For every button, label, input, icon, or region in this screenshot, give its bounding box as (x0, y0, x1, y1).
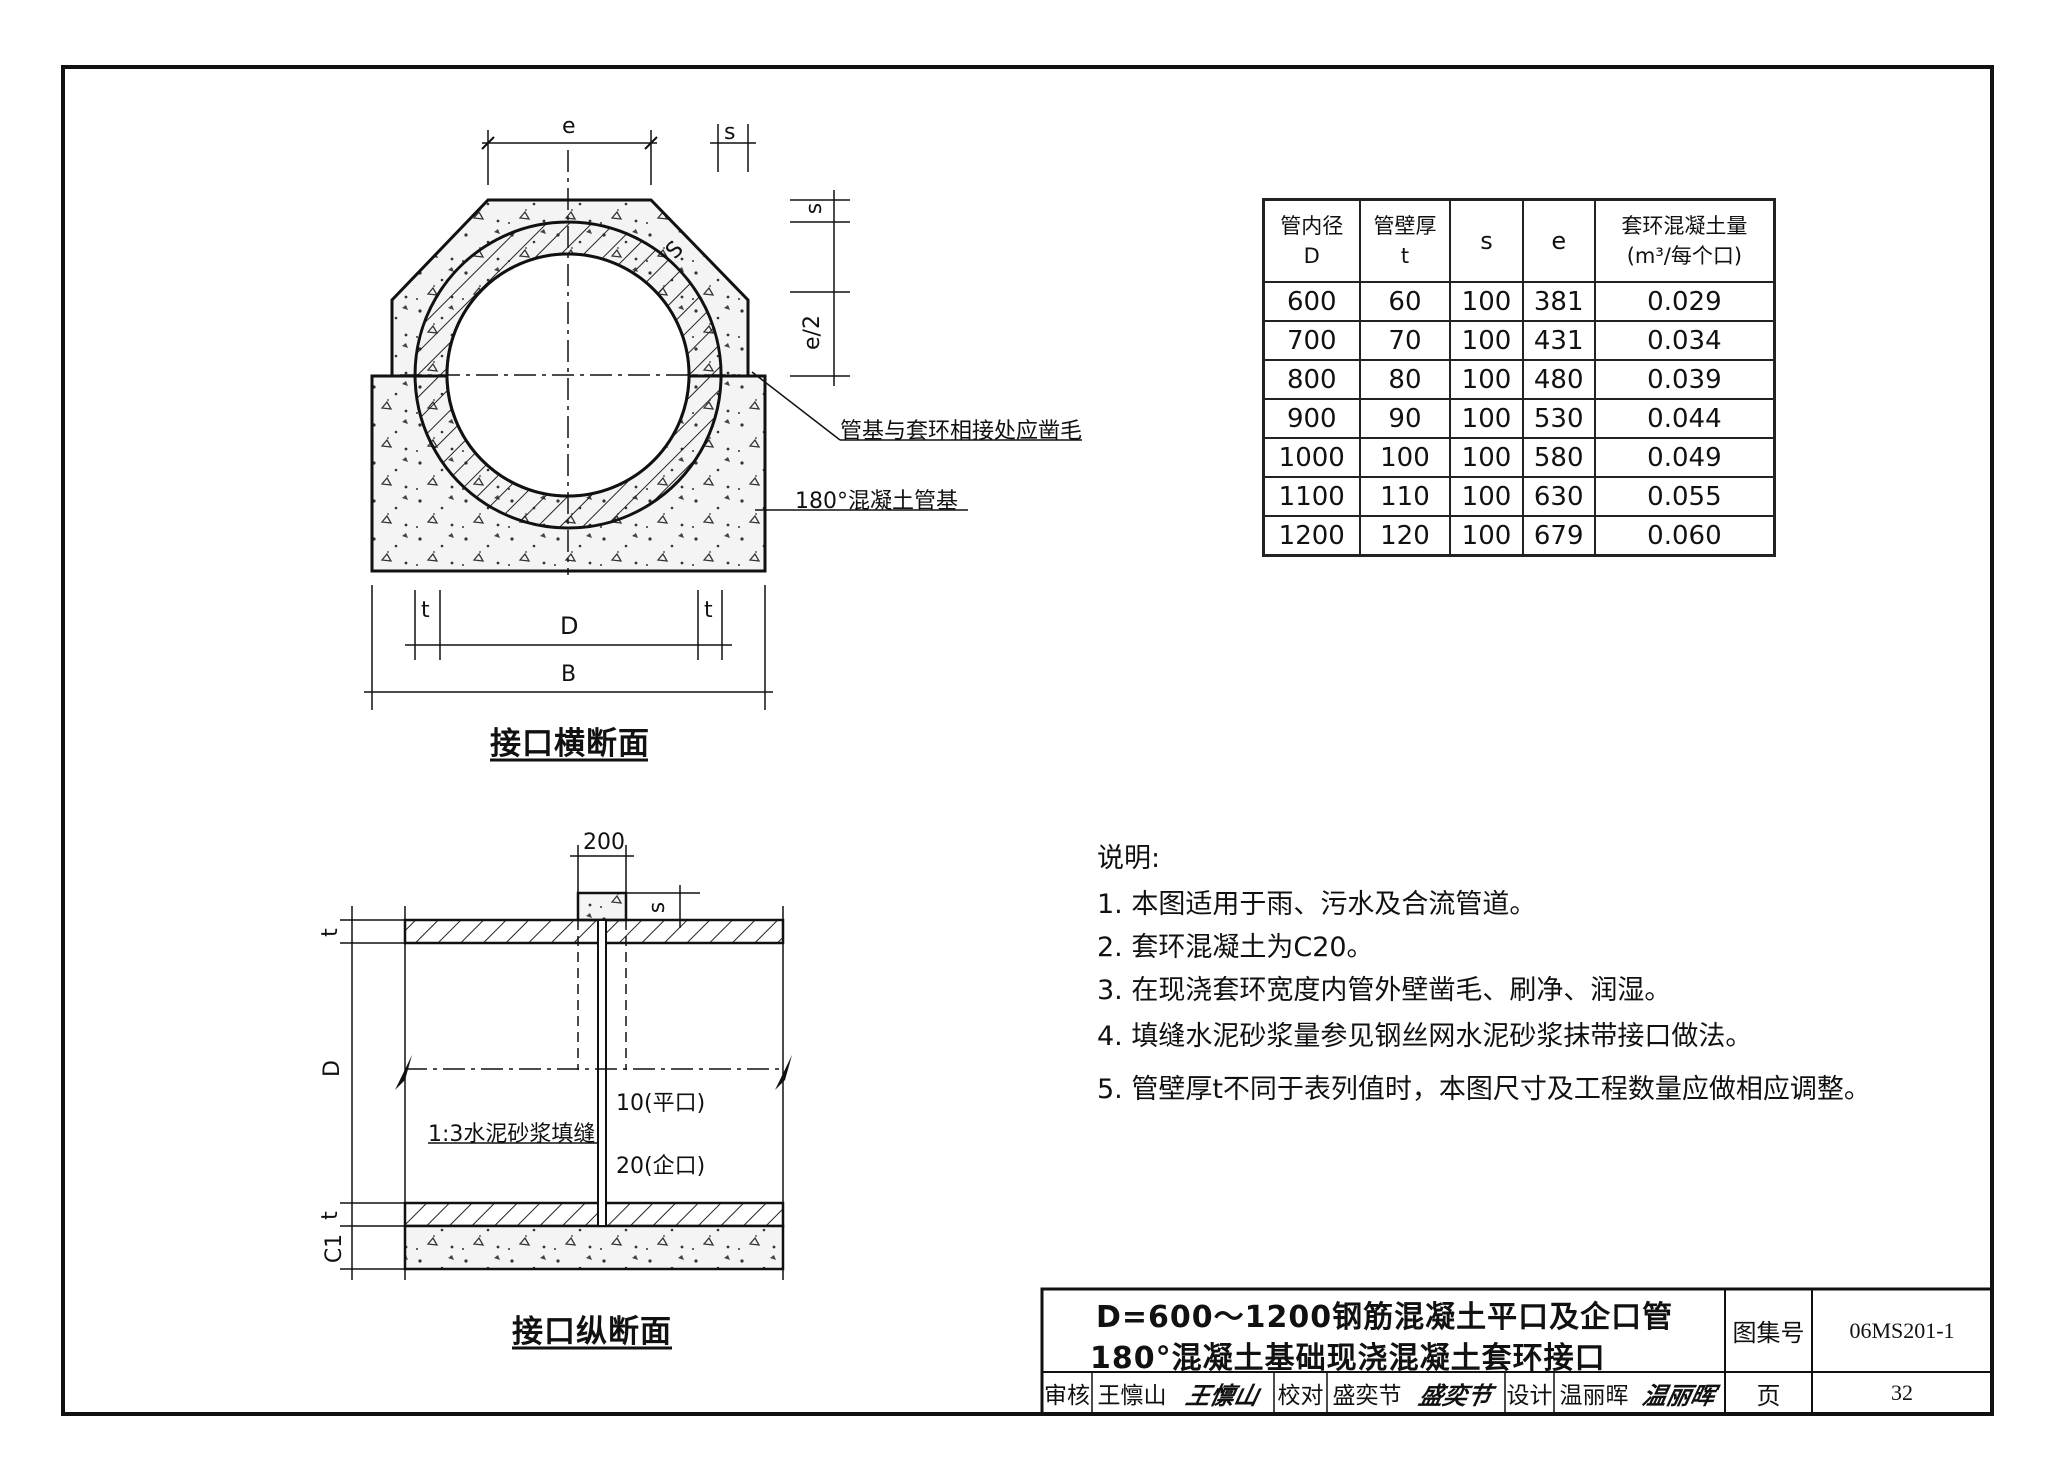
callout-roughen: 管基与套环相接处应凿毛 (840, 419, 1083, 444)
page-label: 页 (1756, 1381, 1781, 1410)
collar-block (576, 891, 628, 922)
dim-label-t-top: t (317, 928, 343, 937)
designer-signature: 温丽晖 (1639, 1380, 1719, 1410)
drawing-title-line1: D=600～1200钢筋混凝土平口及企口管 (1096, 1300, 1674, 1335)
long-section-title: 接口纵断面 (512, 1314, 672, 1350)
table-cell: 900 (1262, 398, 1361, 439)
table-cell: 431 (1521, 320, 1596, 361)
table-cell: 110 (1358, 476, 1452, 517)
dim-label-t-right: t (704, 598, 713, 623)
check-label: 校对 (1277, 1383, 1324, 1409)
table-cell: 120 (1358, 515, 1452, 557)
reviewer-name: 王懔山 (1097, 1383, 1167, 1409)
longitudinal-section-drawing (340, 845, 792, 1350)
table-cell: 381 (1521, 281, 1596, 322)
dim-label-e: e (562, 114, 576, 139)
table-cell: 679 (1521, 515, 1596, 557)
dim-label-t-left: t (421, 598, 430, 623)
table-cell: 0.060 (1593, 515, 1776, 557)
table-cell: 70 (1358, 320, 1452, 361)
table-cell: 0.055 (1593, 476, 1776, 517)
note-item: 1. 本图适用于雨、污水及合流管道。 (1097, 889, 1537, 920)
label-tongue-joint: 20(企口) (616, 1154, 706, 1179)
callout-base: 180°混凝土管基 (795, 489, 958, 514)
reviewer-signature: 王懔山 (1183, 1380, 1262, 1410)
table-header-cell: e (1521, 198, 1596, 283)
table-cell: 0.049 (1593, 437, 1776, 478)
label-flat-joint: 10(平口) (616, 1091, 706, 1116)
table-cell: 0.034 (1593, 320, 1776, 361)
table-cell: 630 (1521, 476, 1596, 517)
table-cell: 90 (1358, 398, 1452, 439)
dim-label-e-half: e/2 (799, 315, 825, 350)
table-cell: 100 (1449, 398, 1524, 439)
table-cell: 530 (1521, 398, 1596, 439)
cross-section-title: 接口横断面 (490, 726, 650, 762)
atlas-number: 06MS201-1 (1849, 1317, 1955, 1343)
review-label: 审核 (1044, 1383, 1090, 1409)
dim-label-s-top: s (724, 120, 736, 145)
note-item: 4. 填缝水泥砂浆量参见钢丝网水泥砂浆抹带接口做法。 (1097, 1021, 1753, 1052)
page-number: 32 (1891, 1380, 1913, 1405)
table-cell: 100 (1449, 515, 1524, 557)
design-label: 设计 (1506, 1383, 1553, 1409)
designer-name: 温丽晖 (1559, 1383, 1629, 1409)
label-mortar-fill: 1:3水泥砂浆填缝 (428, 1122, 596, 1147)
table-cell: 800 (1262, 359, 1361, 400)
dim-label-C1: C1 (322, 1233, 348, 1264)
checker-name: 盛奕节 (1332, 1383, 1402, 1409)
dim-label-B: B (561, 662, 577, 687)
table-cell: 580 (1521, 437, 1596, 478)
cross-section-drawing (364, 124, 1082, 762)
table-cell: 80 (1358, 359, 1452, 400)
table-cell: 1000 (1262, 437, 1361, 478)
checker-signature: 盛奕节 (1416, 1380, 1495, 1410)
table-cell: 0.044 (1593, 398, 1776, 439)
dim-label-D: D (560, 612, 579, 640)
table-cell: 100 (1449, 359, 1524, 400)
sheet-frame (61, 65, 1994, 1416)
note-item: 2. 套环混凝土为C20。 (1097, 932, 1374, 963)
table-cell: 0.039 (1593, 359, 1776, 400)
table-cell: 1200 (1262, 515, 1361, 557)
table-cell: 0.029 (1593, 281, 1776, 322)
table-cell: 1100 (1262, 476, 1361, 517)
drawing-title-line2: 180°混凝土基础现浇混凝土套环接口 (1090, 1341, 1606, 1376)
table-cell: 100 (1449, 476, 1524, 517)
table-cell: 100 (1449, 320, 1524, 361)
table-cell: 600 (1262, 281, 1361, 322)
table-header-cell: 套环混凝土量(m³/每个口) (1593, 198, 1776, 283)
note-item: 3. 在现浇套环宽度内管外壁凿毛、刷净、润湿。 (1097, 975, 1672, 1006)
table-cell: 700 (1262, 320, 1361, 361)
dim-label-s-long: s (645, 901, 671, 914)
table-cell: 100 (1449, 281, 1524, 322)
notes-heading: 说明: (1097, 843, 1161, 874)
table-cell: 480 (1521, 359, 1596, 400)
table-cell: 60 (1358, 281, 1452, 322)
note-item: 5. 管壁厚t不同于表列值时，本图尺寸及工程数量应做相应调整。 (1097, 1074, 1871, 1105)
title-block-frame (1040, 1287, 1994, 1416)
dim-label-s-right: s (802, 202, 828, 215)
dim-label-D-long: D (319, 1060, 345, 1077)
dim-label-t-bottom: t (317, 1211, 343, 1220)
table-cell: 100 (1358, 437, 1452, 478)
dim-label-200: 200 (583, 830, 625, 855)
table-cell: 100 (1449, 437, 1524, 478)
atlas-label: 图集号 (1732, 1319, 1805, 1347)
table-header-cell: s (1449, 198, 1524, 283)
